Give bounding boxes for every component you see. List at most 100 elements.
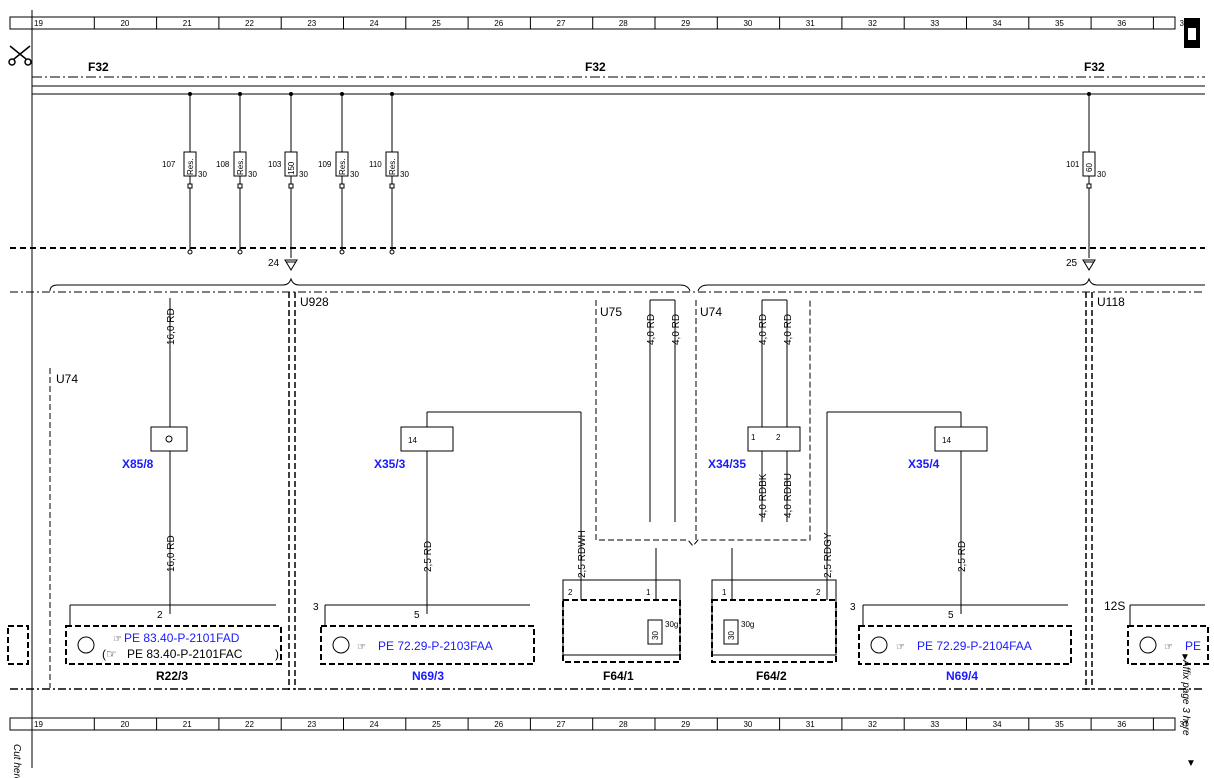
ref-n69-4[interactable]: PE 72.29-P-2104FAA — [917, 639, 1032, 653]
wire-label: 2,5 RDWH — [577, 530, 588, 578]
svg-text:12S: 12S — [1104, 599, 1125, 613]
ruler-column-label: 23 — [307, 19, 316, 28]
ruler-column-label: 29 — [681, 720, 690, 729]
svg-text:1: 1 — [751, 433, 756, 442]
ruler-column-label: 30 — [743, 19, 752, 28]
connector-x85: X85/8 — [122, 457, 154, 471]
scissors-icon — [8, 45, 32, 66]
ruler-column-label: 28 — [619, 720, 628, 729]
wire-label: 4,0 RDBK — [758, 473, 769, 518]
ruler-column-label: 35 — [1055, 720, 1064, 729]
fuse-108: Res. 108 30 — [216, 92, 257, 255]
wire-label: 2,5 RD — [423, 541, 434, 572]
fuse-pin: 30 — [1097, 170, 1106, 179]
ruler-column-label: 32 — [868, 720, 877, 729]
ground-label: 25 — [1066, 258, 1078, 269]
ruler-column-label: 33 — [930, 720, 939, 729]
ruler-column-label: 34 — [993, 19, 1002, 28]
fuse-number: 109 — [318, 160, 332, 169]
svg-text:▼: ▼ — [1186, 758, 1196, 769]
ruler-column-label: 29 — [681, 19, 690, 28]
ruler-column-label: 23 — [307, 720, 316, 729]
svg-text:30g: 30g — [741, 620, 754, 629]
fuse-pin: 30 — [198, 170, 207, 179]
ruler-column-label: 32 — [868, 19, 877, 28]
ref-r22-primary[interactable]: PE 83.40-P-2101FAD — [124, 631, 240, 645]
fuse-rating: Res. — [236, 159, 245, 175]
ruler-column-label: 31 — [806, 720, 815, 729]
component-n69-4: N69/4 — [946, 669, 978, 683]
ruler-column-label: 25 — [432, 720, 441, 729]
ruler-column-label: 36 — [1117, 19, 1126, 28]
svg-text:2: 2 — [776, 433, 781, 442]
component-f64-2: F64/2 — [756, 669, 787, 683]
svg-text:▼: ▼ — [1180, 652, 1190, 663]
svg-text:2: 2 — [568, 588, 573, 597]
component-f64-1: F64/1 — [603, 669, 634, 683]
ruler-column-label: 22 — [245, 19, 254, 28]
fuse-pin: 30 — [400, 170, 409, 179]
ref-right-stub[interactable]: PE — [1185, 639, 1201, 653]
svg-text:1: 1 — [646, 588, 651, 597]
svg-text:): ) — [275, 647, 279, 661]
svg-text:2: 2 — [816, 588, 821, 597]
wire-label: 4,0 RD — [783, 314, 794, 345]
ruler-column-label: 21 — [183, 720, 192, 729]
connector-x35-3: X35/3 — [374, 457, 406, 471]
fuse-number: 110 — [369, 160, 382, 169]
ruler-column-label: 30 — [743, 720, 752, 729]
ruler-column-label: 20 — [120, 720, 129, 729]
svg-text:3: 3 — [850, 602, 856, 613]
ruler-column-label: 28 — [619, 19, 628, 28]
fuse-rating: Res. — [338, 159, 347, 175]
fuse-rating: 150 — [287, 161, 296, 175]
fuse-number: 101 — [1066, 160, 1080, 169]
zone-u75: U75 — [600, 305, 622, 319]
ref-n69-3[interactable]: PE 72.29-P-2103FAA — [378, 639, 493, 653]
bus-label-center: F32 — [585, 60, 606, 74]
ruler-column-label: 31 — [806, 19, 815, 28]
ruler-column-label: 27 — [557, 720, 566, 729]
svg-text:1: 1 — [722, 588, 727, 597]
ruler-column-label: 26 — [494, 720, 503, 729]
bus-label-right: F32 — [1084, 60, 1105, 74]
ruler-column-label: 26 — [494, 19, 503, 28]
component-n69-3: N69/3 — [412, 669, 444, 683]
wire-label: 16,0 RD — [166, 535, 177, 572]
zone-u74-left: U74 — [56, 372, 78, 386]
bus-label-left: F32 — [88, 60, 109, 74]
fuse-109: Res. 109 30 — [318, 92, 359, 255]
fuse-107: Res. 107 30 — [162, 92, 207, 255]
fuse-pin: 30 — [350, 170, 359, 179]
wire-label: 4,0 RDBU — [783, 473, 794, 518]
wire-label: 16,0 RD — [166, 308, 177, 345]
svg-text:14: 14 — [942, 436, 951, 445]
fuse-pin: 30 — [299, 170, 308, 179]
fuse-number: 103 — [268, 160, 282, 169]
page-marker-icon — [1184, 18, 1200, 48]
wire-label: 2,5 RD — [957, 541, 968, 572]
ruler-column-label: 33 — [930, 19, 939, 28]
svg-text:(☞: (☞ — [102, 647, 117, 661]
fuse-101: 60 101 30 — [1066, 92, 1106, 258]
ref-r22-secondary[interactable]: PE 83.40-P-2101FAC — [127, 647, 243, 661]
fuse-number: 107 — [162, 160, 176, 169]
fuse-rating: Res. — [388, 159, 397, 175]
svg-text:☞: ☞ — [1164, 642, 1173, 653]
connector-x35-4: X35/4 — [908, 457, 940, 471]
fuse-110: Res. 110 30 — [369, 92, 409, 255]
wire-label: 4,0 RD — [758, 314, 769, 345]
svg-text:☞: ☞ — [113, 634, 122, 645]
ruler-column-label: 27 — [557, 19, 566, 28]
ground-25: 25 — [1066, 258, 1096, 271]
fuse-103: 150 103 30 — [268, 92, 308, 258]
ruler-column-label: 19 — [34, 720, 43, 729]
fuse-pin: 30 — [248, 170, 257, 179]
pin-number: 2 — [157, 610, 163, 621]
ground-24: 24 — [268, 258, 298, 271]
ruler-column-label: 21 — [183, 19, 192, 28]
svg-text:3: 3 — [313, 602, 319, 613]
